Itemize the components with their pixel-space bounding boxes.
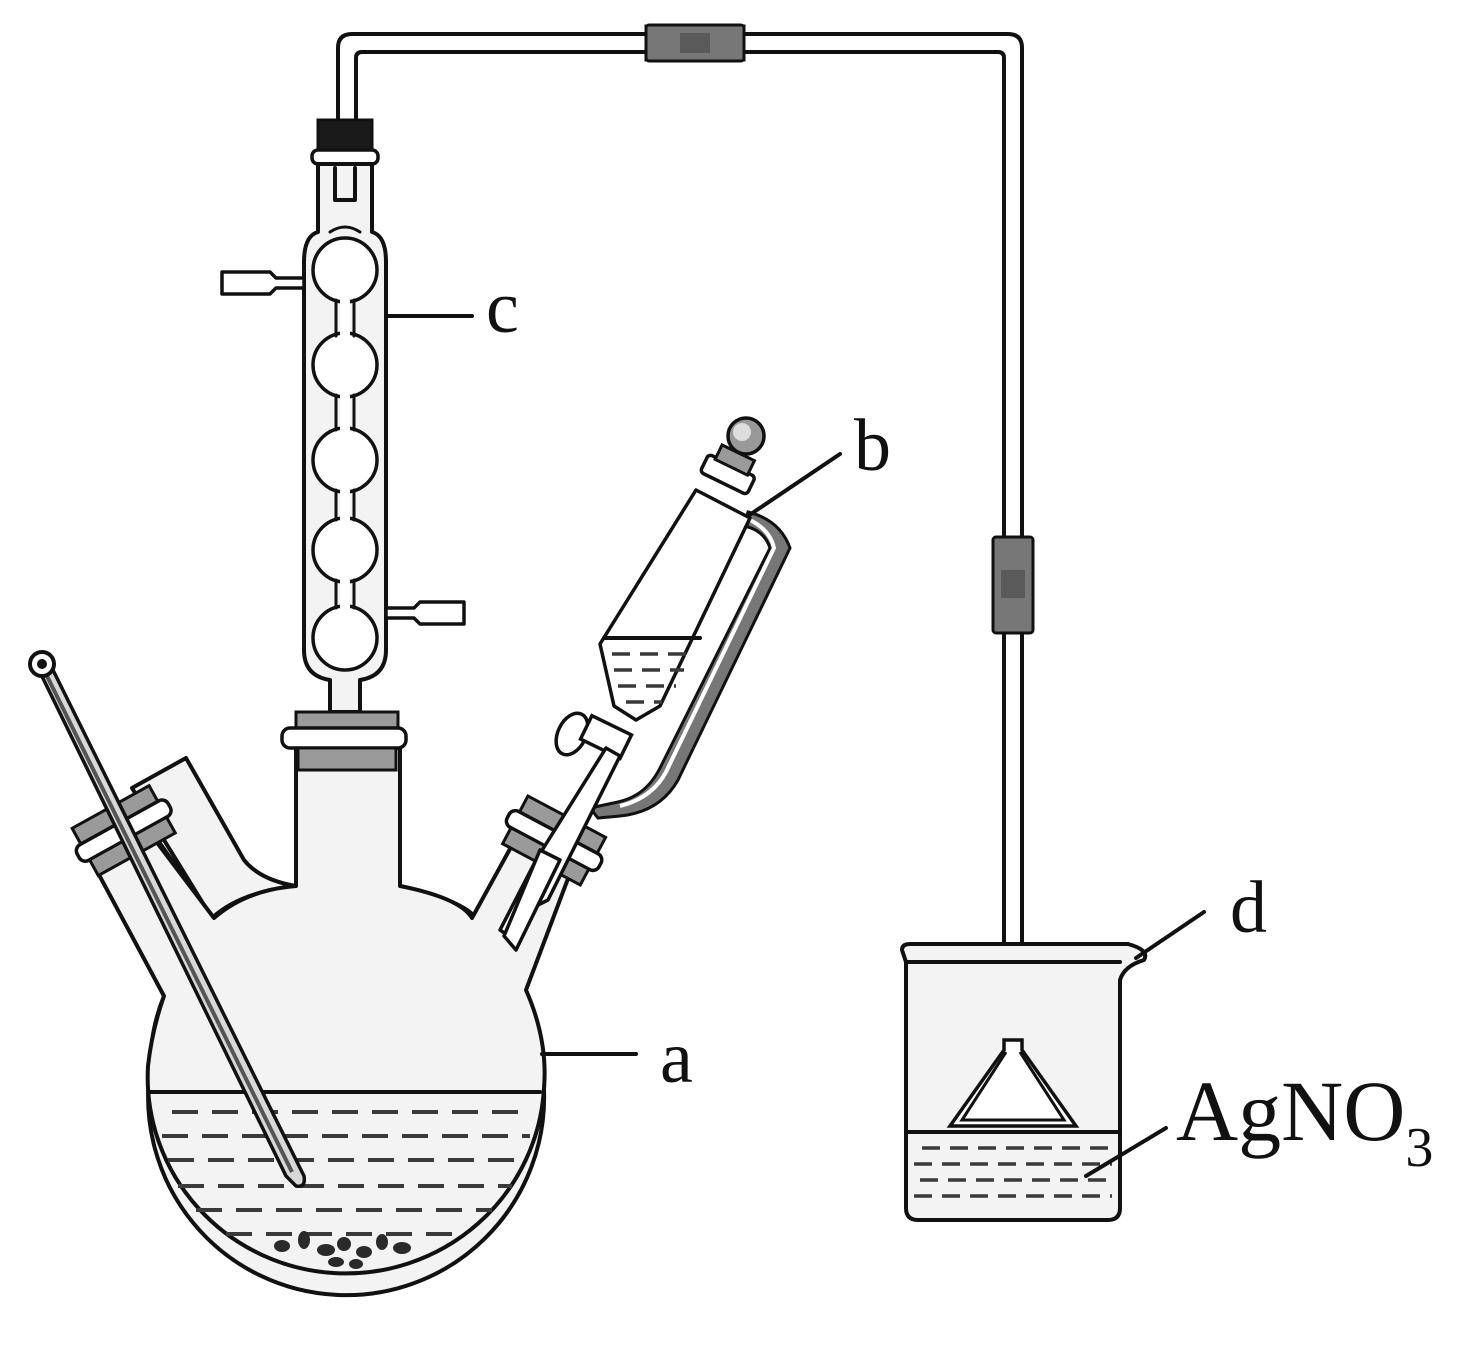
label-dropping-funnel: b [854,405,891,487]
reflux-condenser [220,118,466,850]
beaker-liquid [914,1146,1112,1198]
label-silver-nitrate-subscript: 3 [1405,1117,1433,1179]
leader-lines [384,314,1206,1178]
label-flask: a [660,1017,693,1099]
rubber-connector-top [644,23,746,63]
beaker [900,942,1148,1222]
label-silver-nitrate-main: AgNO [1176,1063,1405,1159]
thermometer [28,650,307,1189]
label-condenser: c [486,267,519,349]
three-neck-flask [70,710,608,1298]
boiling-chips [274,1231,411,1269]
label-beaker: d [1230,867,1267,949]
label-silver-nitrate: AgNO3 [1176,1063,1433,1179]
rubber-connector-right [991,535,1035,635]
flask-liquid [162,1110,530,1236]
funnel-liquid [612,652,692,704]
dropping-funnel [498,416,792,952]
